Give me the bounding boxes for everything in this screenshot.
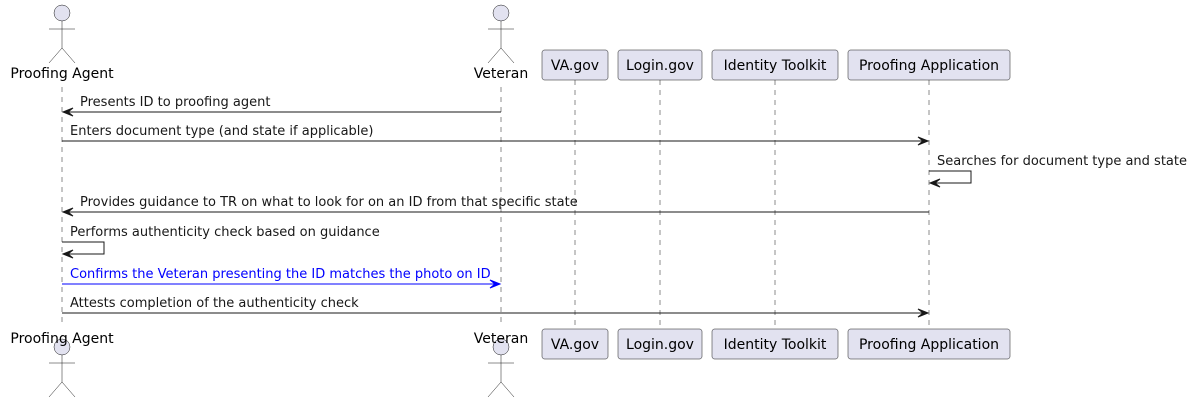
message-label: Confirms the Veteran presenting the ID m… (70, 267, 491, 282)
message-label: Presents ID to proofing agent (80, 95, 270, 110)
participant-app-top: Proofing Application (847, 49, 1011, 81)
message-4: Provides guidance to TR on what to look … (61, 195, 929, 217)
arrow-head (489, 279, 502, 289)
participants-bottom: Proofing Agent Veteran VA.gov Login.gov Iden… (10, 328, 1011, 398)
message-6: Confirms the Veteran presenting the ID m… (62, 267, 502, 289)
actor-label: Proofing Agent (10, 66, 114, 82)
actor-veteran-bottom: Veteran (474, 331, 528, 398)
message-label: Attests completion of the authenticity c… (70, 296, 359, 311)
message-label: Enters document type (and state if appli… (70, 124, 373, 139)
actor-head (492, 4, 510, 22)
actor-leg-left (48, 381, 63, 398)
participant-label: Login.gov (626, 58, 694, 74)
participant-box (711, 328, 839, 360)
actor-label: Veteran (474, 66, 528, 82)
message-3: Searches for document type and state (928, 154, 1187, 188)
actor-veteran-top: Veteran (474, 4, 528, 82)
participant-box (617, 328, 703, 360)
participant-box (617, 49, 703, 81)
message-7: Attests completion of the authenticity c… (62, 296, 930, 318)
message-1: Presents ID to proofing agent (61, 95, 501, 117)
actor-leg-left (487, 381, 502, 398)
participant-label: Proofing Application (859, 337, 999, 353)
participant-toolkit-bottom: Identity Toolkit (711, 328, 839, 360)
participant-toolkit-top: Identity Toolkit (711, 49, 839, 81)
actor-head (53, 4, 71, 22)
arrow-head (61, 207, 74, 217)
actor-agent-top: Proofing Agent (10, 4, 114, 82)
participant-label: VA.gov (551, 58, 599, 74)
message-line (62, 241, 105, 255)
participant-box (847, 49, 1011, 81)
message-label: Performs authenticity check based on gui… (70, 225, 380, 240)
message-label: Searches for document type and state (937, 154, 1187, 169)
arrow-head (61, 249, 74, 259)
actor-leg-left (48, 47, 63, 64)
participant-box (711, 49, 839, 81)
participant-box (541, 328, 609, 360)
message-line (929, 170, 972, 184)
participant-box (847, 328, 1011, 360)
actor-leg-right (500, 381, 515, 398)
actor-leg-right (61, 381, 76, 398)
arrow-head (928, 178, 941, 188)
message-label: Provides guidance to TR on what to look … (80, 195, 578, 210)
participant-logingov-bottom: Login.gov (617, 328, 703, 360)
actor-leg-left (487, 47, 502, 64)
arrow-head (61, 107, 74, 117)
message-5: Performs authenticity check based on gui… (61, 225, 380, 259)
arrow-head (917, 308, 930, 318)
participant-app-bottom: Proofing Application (847, 328, 1011, 360)
actor-label: Proofing Agent (10, 331, 114, 347)
participant-label: Identity Toolkit (724, 337, 827, 353)
participant-logingov-top: Login.gov (617, 49, 703, 81)
actor-leg-right (500, 47, 515, 64)
arrow-head (917, 136, 930, 146)
participant-vagov-bottom: VA.gov (541, 328, 609, 360)
participant-label: Identity Toolkit (724, 58, 827, 74)
actor-agent-bottom: Proofing Agent (10, 331, 114, 398)
participant-label: Proofing Application (859, 58, 999, 74)
message-2: Enters document type (and state if appli… (62, 124, 930, 146)
lifelines (61, 80, 930, 329)
participant-vagov-top: VA.gov (541, 49, 609, 81)
participants-top: Proofing Agent Veteran VA.gov Login.gov Iden… (10, 4, 1011, 82)
participant-box (541, 49, 609, 81)
participant-label: VA.gov (551, 337, 599, 353)
participant-label: Login.gov (626, 337, 694, 353)
actor-leg-right (61, 47, 76, 64)
actor-label: Veteran (474, 331, 528, 347)
